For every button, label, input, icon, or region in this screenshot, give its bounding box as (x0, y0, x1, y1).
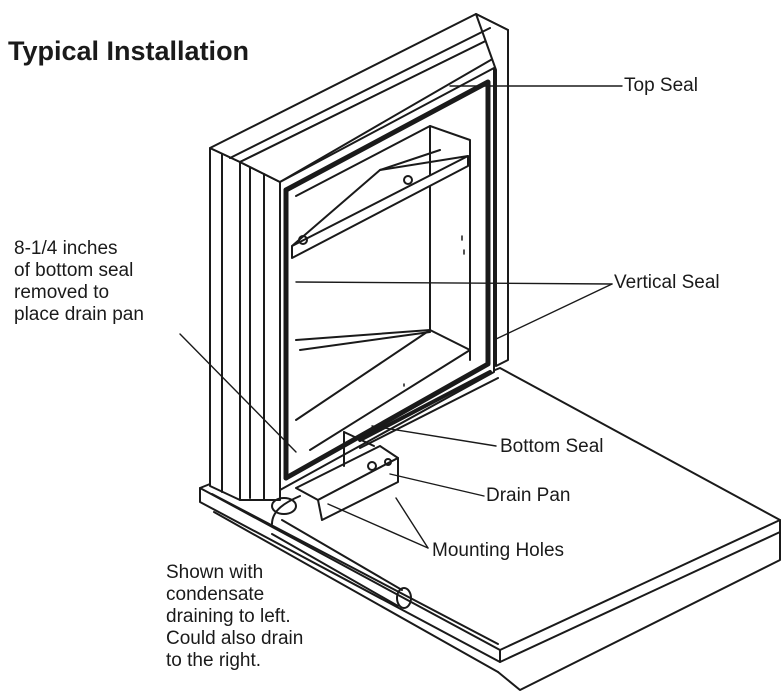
note-line: draining to left. (166, 606, 291, 627)
note-line: Could also drain (166, 628, 304, 649)
note-drain-direction: Shown with condensate draining to left. … (166, 562, 303, 672)
interior-box (295, 125, 471, 451)
drain-pipe (271, 495, 412, 609)
shelf-bracket (291, 149, 469, 259)
note-line: of bottom seal (14, 260, 134, 281)
note-line: condensate (166, 584, 265, 605)
bottom-seal-strip (358, 370, 499, 449)
label-top-seal: Top Seal (624, 75, 698, 96)
drain-pan-part (295, 431, 399, 521)
note-line: to the right. (166, 650, 262, 671)
note-line: Shown with (166, 562, 264, 583)
note-line: removed to (14, 282, 110, 303)
note-line: place drain pan (14, 304, 144, 325)
note-drain-pan: 8-1/4 inches of bottom seal removed to p… (14, 238, 144, 326)
label-bottom-seal: Bottom Seal (500, 436, 604, 457)
outer-frame (209, 13, 509, 501)
label-drain-pan: Drain Pan (486, 485, 571, 506)
note-line: 8-1/4 inches (14, 238, 118, 259)
label-vertical-seal: Vertical Seal (614, 272, 720, 293)
diagram-title: Typical Installation (8, 36, 250, 66)
leader-lines (179, 85, 623, 549)
hole-dots (403, 235, 465, 387)
label-mounting-holes: Mounting Holes (432, 540, 565, 561)
